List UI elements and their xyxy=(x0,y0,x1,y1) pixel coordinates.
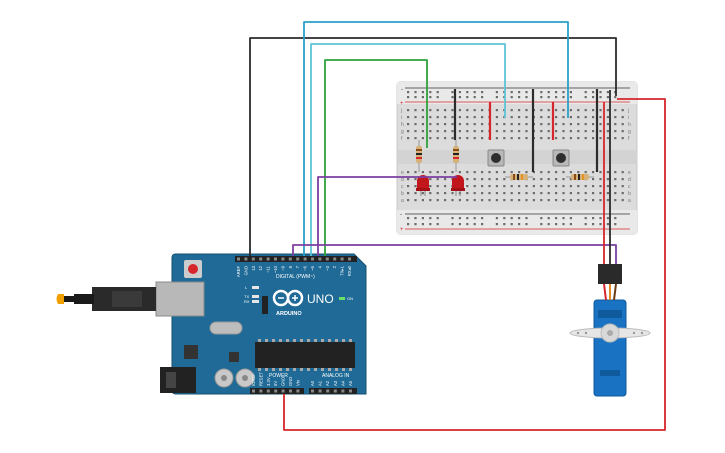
led-tx-label: TX xyxy=(244,294,249,299)
wire-black-gnd xyxy=(249,37,617,256)
pin-label: ~11 xyxy=(266,265,271,272)
digital-header-label: DIGITAL (PWM~) xyxy=(276,274,315,280)
servo-connector[interactable] xyxy=(598,264,622,284)
wire-green xyxy=(324,59,428,256)
power-label: POWER xyxy=(269,373,288,379)
pin-label: Vin xyxy=(295,379,300,386)
row-letter: b xyxy=(628,191,631,197)
resistor-2[interactable] xyxy=(453,140,459,172)
row-letter: f xyxy=(628,136,630,142)
row-letter: c xyxy=(401,184,404,190)
pin-label: RX◂0 xyxy=(347,265,352,276)
pin-label: GND xyxy=(281,377,286,386)
rail-plus-bottom: + xyxy=(400,227,404,233)
resistor-4[interactable] xyxy=(566,174,594,180)
pin-label: 8 xyxy=(288,265,293,268)
led-1[interactable] xyxy=(416,175,430,196)
pin-label: GND xyxy=(288,377,293,386)
wire-cyan xyxy=(310,43,506,256)
pin-label: ~3 xyxy=(325,265,330,270)
pin-label: ~6 xyxy=(303,265,308,270)
resistor-1[interactable] xyxy=(416,140,422,172)
row-letter: e xyxy=(628,170,631,176)
usb-port xyxy=(155,281,205,317)
pin-label: A2 xyxy=(325,380,330,386)
servo-motor[interactable] xyxy=(569,264,651,397)
row-letter: f xyxy=(401,136,403,142)
row-letter: d xyxy=(401,177,404,183)
pin-label: GND xyxy=(243,266,248,275)
row-letter: h xyxy=(401,122,404,128)
usb-cable-icon[interactable] xyxy=(56,287,157,311)
arduino-infinity-icon xyxy=(272,289,304,307)
pin-label: AREF xyxy=(236,266,241,278)
analog-header[interactable] xyxy=(309,388,357,394)
pin-label: TX▸1 xyxy=(340,265,345,275)
pin-label: 4 xyxy=(317,265,322,268)
digital-header[interactable] xyxy=(235,256,357,262)
brand-label: ARDUINO xyxy=(276,311,302,317)
led-l-label: L xyxy=(245,285,248,290)
power-jack xyxy=(160,367,196,393)
pin-label: ~5 xyxy=(310,265,315,270)
pin-label: A1 xyxy=(318,380,323,386)
row-letter: g xyxy=(401,129,404,135)
pin-label: A5 xyxy=(348,380,353,386)
led-rx-label: RX xyxy=(244,299,250,304)
wire-purple-led xyxy=(317,176,457,256)
pin-label: A3 xyxy=(333,380,338,386)
row-letter: a xyxy=(401,198,404,204)
rail-plus-top: + xyxy=(400,101,404,107)
pushbutton-2[interactable] xyxy=(552,149,570,167)
wire-purple-servo xyxy=(292,244,617,264)
on-label: ON xyxy=(347,296,353,301)
row-letter: g xyxy=(628,129,631,135)
atmega-chip xyxy=(255,342,355,368)
row-letter: j xyxy=(400,108,402,114)
row-letter: i xyxy=(628,115,629,121)
reset-button-cap[interactable] xyxy=(188,264,198,274)
pin-label: 7 xyxy=(295,265,300,268)
pin-label: 2 xyxy=(332,265,337,268)
row-letter: b xyxy=(401,191,404,197)
pin-label: 3.3V xyxy=(266,377,271,386)
pin-label: IOREF xyxy=(251,373,256,386)
wire-blue xyxy=(303,21,569,256)
pin-label: 12 xyxy=(258,265,263,270)
row-letter: a xyxy=(628,198,631,204)
row-letter: i xyxy=(401,115,402,121)
rail-minus-bottom: - xyxy=(400,212,402,218)
analog-label: ANALOG IN xyxy=(322,373,350,379)
breadboard-jumpers xyxy=(453,89,599,172)
rail-minus-top: - xyxy=(401,87,403,93)
wires[interactable] xyxy=(249,21,666,431)
pin-label: ~10 xyxy=(273,265,278,273)
row-letter: c xyxy=(628,184,631,190)
wire-red-5v xyxy=(283,98,666,431)
resistor-3[interactable] xyxy=(505,174,533,180)
model-label: UNO xyxy=(307,292,334,306)
row-letter: d xyxy=(628,177,631,183)
row-letter: e xyxy=(401,170,404,176)
pin-label: RESET xyxy=(258,372,263,386)
pin-label: A4 xyxy=(340,380,345,386)
led-2[interactable] xyxy=(451,175,465,196)
pin-label: 5V xyxy=(273,381,278,386)
row-letter: j xyxy=(627,108,629,114)
pin-label: ~9 xyxy=(280,265,285,270)
pin-label: 13 xyxy=(251,265,256,270)
row-letter: h xyxy=(628,122,631,128)
pin-label: A0 xyxy=(310,380,315,386)
pushbutton-1[interactable] xyxy=(487,149,505,167)
